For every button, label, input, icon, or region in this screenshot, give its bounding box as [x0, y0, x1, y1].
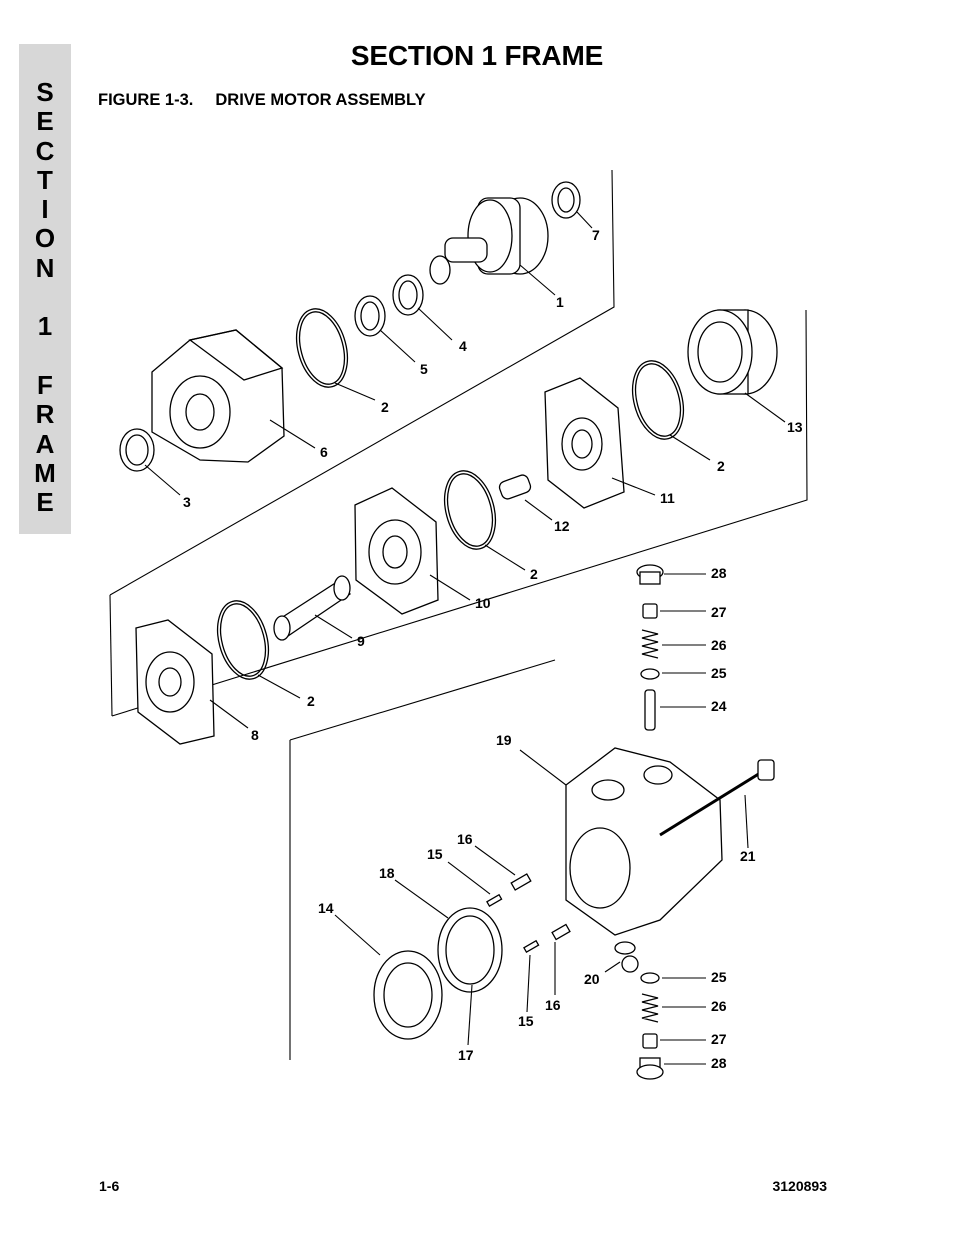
callout-13: 13	[787, 419, 803, 435]
callout-18: 18	[379, 865, 395, 881]
part-6-front-housing	[151, 329, 316, 463]
callout-19: 19	[496, 732, 512, 748]
callout-15a: 15	[427, 846, 443, 862]
document-number: 3120893	[772, 1178, 827, 1194]
page-title: SECTION 1 FRAME	[350, 40, 604, 71]
part-1-shaft-housing	[429, 197, 556, 296]
callout-9: 9	[357, 633, 365, 649]
figure-number: FIGURE 1-3.	[98, 91, 194, 109]
part-16-spring-upper	[474, 845, 532, 891]
callout-25a: 25	[711, 665, 727, 681]
part-9-drive-shaft	[273, 575, 353, 641]
part-27-washer-bottom	[642, 1033, 706, 1049]
page-number: 1-6	[99, 1178, 120, 1194]
callout-28a: 28	[711, 565, 727, 581]
part-25-ring-top	[640, 668, 706, 680]
callout-8: 8	[251, 727, 259, 743]
side-tab-letter: O	[34, 223, 56, 254]
side-tab-letter: I	[41, 194, 49, 225]
callout-3: 3	[183, 494, 191, 510]
callout-2d: 2	[307, 693, 315, 709]
part-11-wear-plate	[544, 377, 656, 509]
part-8-end-cap	[135, 619, 249, 745]
callout-11: 11	[660, 490, 675, 506]
side-tab-letter: N	[35, 252, 55, 283]
callout-27a: 27	[711, 604, 727, 620]
callout-6: 6	[320, 444, 328, 460]
part-4-ring	[392, 274, 453, 341]
side-tab-letter: A	[35, 428, 55, 459]
callout-10: 10	[475, 595, 491, 611]
part-2-o-rings	[216, 308, 711, 699]
part-18-gasket	[394, 879, 503, 993]
callout-5: 5	[420, 361, 428, 377]
callout-20: 20	[584, 971, 600, 987]
part-12-drive-link	[498, 474, 553, 521]
part-14-cover	[334, 914, 443, 1040]
callout-labels: 1 7 4 5 2 6 3 13 2 11 12 2 10 9 2 8 28 2…	[183, 227, 803, 1071]
callout-17: 17	[458, 1047, 474, 1063]
callout-26b: 26	[711, 998, 727, 1014]
part-24-poppet	[644, 689, 706, 731]
side-tab-letter: R	[35, 399, 55, 430]
part-10-manifold	[354, 487, 471, 615]
part-15-pin-upper	[447, 861, 503, 907]
part-27-washer-top	[642, 603, 706, 619]
callout-1: 1	[556, 294, 564, 310]
side-tab-letter: S	[36, 77, 54, 107]
part-26-spring-bottom	[641, 993, 706, 1023]
part-16-spring-lower	[551, 923, 571, 995]
callout-27b: 27	[711, 1031, 727, 1047]
side-tab-letter: C	[35, 135, 55, 166]
side-tab-letter: E	[36, 106, 54, 137]
callout-28b: 28	[711, 1055, 727, 1071]
callout-15b: 15	[518, 1013, 534, 1029]
part-20-plug-set	[604, 941, 639, 973]
callout-2a: 2	[381, 399, 389, 415]
part-28-plug-top	[636, 564, 706, 585]
callout-2c: 2	[530, 566, 538, 582]
callout-7: 7	[592, 227, 600, 243]
part-5-ring	[354, 295, 416, 363]
callout-24: 24	[711, 698, 727, 714]
side-tab-letter: F	[37, 369, 53, 400]
callout-2b: 2	[717, 458, 725, 474]
figure-name: DRIVE MOTOR ASSEMBLY	[215, 91, 426, 109]
part-17-o-ring	[467, 984, 473, 1046]
part-28-plug-bottom	[636, 1057, 706, 1080]
part-3-seal	[119, 428, 181, 496]
side-tab-letter: 1	[37, 311, 53, 342]
part-15-pin-lower	[523, 939, 540, 1013]
part-13-rotor	[687, 309, 786, 423]
group-outlines	[109, 169, 808, 1060]
callout-14: 14	[318, 900, 334, 916]
callout-26a: 26	[711, 637, 727, 653]
part-19-valve-body	[519, 747, 723, 936]
part-25-ring-bottom	[640, 972, 706, 984]
side-tab-letter: E	[36, 487, 54, 518]
part-21-bolt	[659, 759, 775, 849]
callout-12: 12	[554, 518, 570, 534]
callout-21: 21	[740, 848, 756, 864]
callout-4: 4	[459, 338, 467, 354]
callout-16a: 16	[457, 831, 473, 847]
part-26-spring-top	[641, 629, 706, 659]
side-tab-letter: T	[37, 164, 53, 195]
side-tab-letter: M	[34, 457, 56, 488]
callout-16b: 16	[545, 997, 561, 1013]
callout-25b: 25	[711, 969, 727, 985]
figure-title: FIGURE 1-3. DRIVE MOTOR ASSEMBLY	[98, 91, 426, 110]
part-7-seal-ring	[551, 181, 593, 229]
